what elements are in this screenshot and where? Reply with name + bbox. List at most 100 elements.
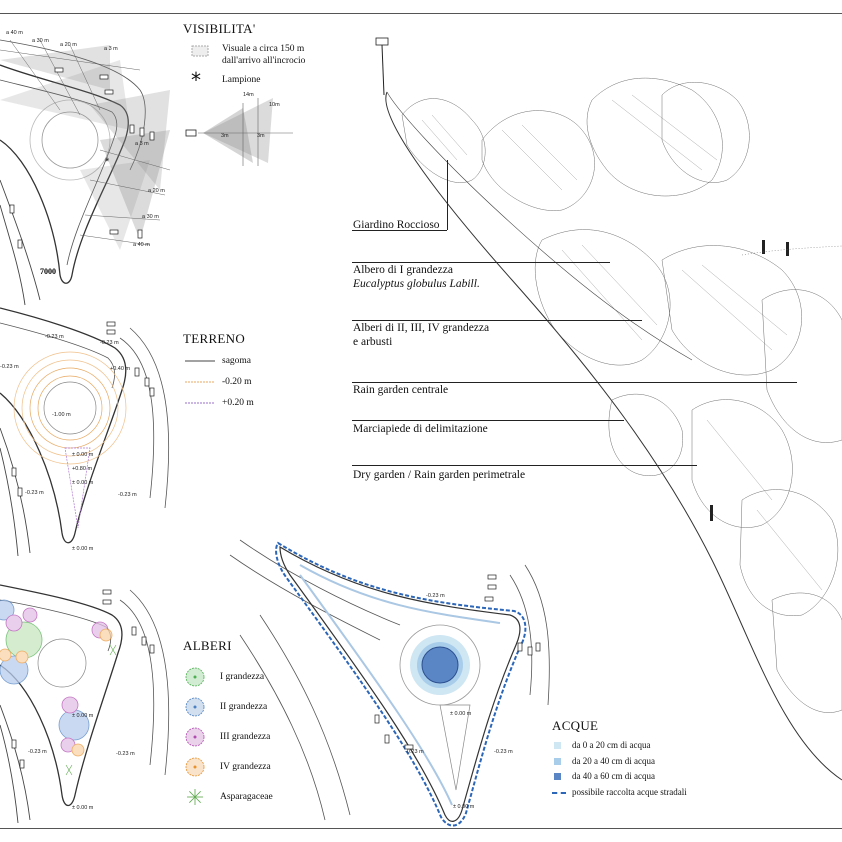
- section-leader-line: [352, 320, 642, 321]
- section-leader-line: [352, 262, 610, 263]
- svg-text:10m: 10m: [269, 102, 280, 108]
- svg-text:± 0.00 m: ± 0.00 m: [72, 480, 94, 486]
- alberi-title: ALBERI: [183, 638, 232, 653]
- acque-legend-label: da 20 a 40 cm di acqua: [572, 755, 655, 766]
- svg-text:*: *: [105, 156, 110, 168]
- svg-text:a 20 m: a 20 m: [60, 42, 77, 48]
- svg-text:+0.40 m: +0.40 m: [110, 366, 130, 372]
- visibility-plan-labels: a 40 m a 30 m a 20 m a 3 m a 3 m a 20 m …: [6, 30, 165, 248]
- acque-legend-label: da 40 a 60 cm di acqua: [572, 771, 655, 781]
- section-label: Marciapiede di delimitazione: [353, 423, 488, 435]
- terreno-title: TERRENO: [183, 331, 246, 346]
- terrain-plan-labels: -0.23 m -0.23 m +0.40 m -1.00 m ± 0.00 m…: [0, 334, 137, 552]
- dashed-line-swatch: [552, 791, 566, 794]
- svg-text:± 0.00 m: ± 0.00 m: [72, 805, 94, 811]
- alberi-legend-item: I grandezza: [183, 667, 333, 687]
- svg-text:a 30 m: a 30 m: [32, 38, 49, 44]
- svg-text:± 0.00 m: ± 0.00 m: [450, 711, 472, 717]
- svg-text:± 0.00 m: ± 0.00 m: [72, 713, 94, 719]
- water-plan-labels: -0.23 m ± 0.00 m -0.23 m -0.23 m ± 0.00 …: [405, 593, 513, 810]
- section-leader-line: [352, 230, 447, 231]
- svg-text:-0.23 m: -0.23 m: [45, 334, 64, 340]
- lampione-icon: *: [191, 68, 201, 92]
- bottom-frame-line: [0, 828, 842, 829]
- svg-text:+0.80 m: +0.80 m: [72, 466, 92, 472]
- legend-sagoma-line: [185, 360, 215, 362]
- tree-circle-icon: [185, 667, 205, 687]
- trees-plan-labels: ± 0.00 m -0.23 m -0.23 m ± 0.00 m: [28, 713, 135, 811]
- svg-text:a 20 m: a 20 m: [148, 188, 165, 194]
- top-frame-line: [0, 13, 842, 14]
- section-leader-line: [352, 465, 697, 466]
- alberi-legend-item: Asparagaceae: [183, 787, 333, 807]
- water-plan: -0.23 m ± 0.00 m -0.23 m -0.23 m ± 0.00 …: [229, 539, 550, 827]
- legend-sagoma: sagoma: [222, 356, 252, 366]
- acque-title: ACQUE: [552, 718, 599, 733]
- alberi-legend-label: IV grandezza: [220, 762, 271, 772]
- alberi-legend-label: Asparagaceae: [220, 792, 273, 802]
- svg-text:-0.23 m: -0.23 m: [116, 751, 135, 757]
- section-leader-line: [352, 382, 797, 383]
- svg-text:-0.23 m: -0.23 m: [118, 492, 137, 498]
- alberi-legend-item: II grandezza: [183, 697, 333, 717]
- svg-text:-0.23 m: -0.23 m: [28, 749, 47, 755]
- section-leader-line: [352, 420, 624, 421]
- svg-text:-0.23 m: -0.23 m: [426, 593, 445, 599]
- tree-circle-icon: [185, 727, 205, 747]
- legend-minus-line: [185, 381, 215, 383]
- section-label: Rain garden centrale: [353, 384, 449, 396]
- svg-text:-0.23 m: -0.23 m: [0, 364, 19, 370]
- visibility-plan: * a 40 m a 30 m a 20 m a 3 m a 3 m a 20 …: [0, 30, 171, 306]
- alberi-legend-label: II grandezza: [220, 702, 268, 712]
- visibilita-title: VISIBILITA': [183, 21, 256, 36]
- acque-legend-label: possibile raccolta acque stradali: [572, 786, 687, 797]
- svg-text:3m: 3m: [221, 133, 229, 139]
- svg-text:± 0.00 m: ± 0.00 m: [72, 546, 94, 552]
- legend-lampione: Lampione: [222, 75, 261, 85]
- svg-text:14m: 14m: [243, 92, 254, 98]
- svg-text:-0.23 m: -0.23 m: [494, 749, 513, 755]
- acque-legend-item: da 0 a 20 cm di acqua: [552, 740, 752, 752]
- water-depth-swatch: [554, 773, 561, 780]
- scale-label: 7000: [40, 267, 56, 276]
- tree-circle-icon: [185, 757, 205, 777]
- visibility-inset: 14m 10m 3m 3m: [185, 92, 293, 166]
- section-leader-vertical: [447, 160, 448, 230]
- asparagaceae-icon: [187, 789, 203, 805]
- legend-plus: +0.20 m: [222, 398, 254, 408]
- tree-circle-icon: [185, 697, 205, 717]
- svg-text:-0.23 m: -0.23 m: [25, 490, 44, 496]
- svg-text:-0.23 m: -0.23 m: [405, 749, 424, 755]
- section-label: Giardino Roccioso: [353, 219, 440, 231]
- acque-legend-item: possibile raccolta acque stradali: [552, 787, 752, 799]
- svg-text:-0.23 m: -0.23 m: [100, 340, 119, 346]
- water-depth-swatch: [554, 757, 561, 765]
- terrain-plan: -0.23 m -0.23 m +0.40 m -1.00 m ± 0.00 m…: [0, 307, 170, 557]
- alberi-legend-label: III grandezza: [220, 732, 271, 742]
- legend-plus-line: [185, 402, 215, 404]
- water-depth-swatch: [554, 742, 561, 749]
- svg-text:a 30 m: a 30 m: [142, 214, 159, 220]
- svg-text:± 0.00 m: ± 0.00 m: [453, 804, 475, 810]
- svg-text:a 3 m: a 3 m: [135, 141, 149, 147]
- alberi-legend-item: IV grandezza: [183, 757, 333, 777]
- svg-text:± 0.00 m: ± 0.00 m: [72, 452, 94, 458]
- legend-minus: -0.20 m: [222, 377, 252, 387]
- alberi-legend-label: I grandezza: [220, 672, 265, 682]
- section-drawing: [375, 37, 842, 781]
- acque-legend-item: da 40 a 60 cm di acqua: [552, 771, 752, 783]
- alberi-legend-item: III grandezza: [183, 727, 333, 747]
- trees-plan: ± 0.00 m -0.23 m -0.23 m ± 0.00 m: [0, 584, 170, 824]
- svg-text:a 3 m: a 3 m: [104, 46, 118, 52]
- svg-text:3m: 3m: [257, 133, 265, 139]
- acque-legend-label: da 0 a 20 cm di acqua: [572, 740, 651, 750]
- svg-text:a 40 m: a 40 m: [6, 30, 23, 36]
- svg-text:a 40 m: a 40 m: [133, 242, 150, 248]
- visual-legend-icon: [191, 45, 209, 57]
- svg-text:-1.00 m: -1.00 m: [52, 412, 71, 418]
- acque-legend-item: da 20 a 40 cm di acqua: [552, 756, 752, 768]
- legend-visual: Visuale a circa 150 m dall'arrivo all'in…: [222, 44, 306, 66]
- section-label: Dry garden / Rain garden perimetrale: [353, 469, 526, 481]
